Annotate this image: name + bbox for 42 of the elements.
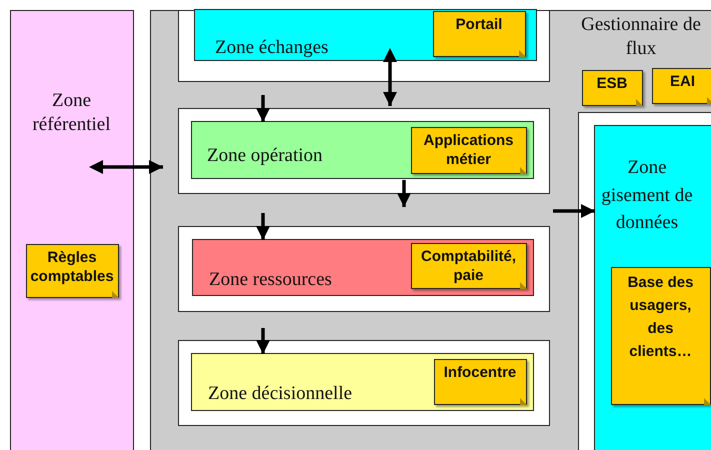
note-text: EAI: [670, 72, 695, 91]
note-card: [26, 244, 118, 298]
zone-label: Zone décisionnelle: [208, 382, 352, 406]
arrow: [256, 213, 270, 240]
zone-label: Zone échanges: [215, 36, 328, 60]
zone-box: [194, 9, 537, 61]
note-card: [434, 358, 526, 404]
frame-box: [578, 112, 711, 450]
note-card: [610, 266, 710, 404]
zone-label: Zone opération: [207, 144, 323, 168]
note-text: Base des usagers, des clients…: [626, 272, 694, 362]
note-card: [432, 10, 526, 56]
note-card: [582, 70, 642, 106]
zone-box: [594, 125, 711, 450]
arrow: [553, 204, 595, 218]
arrow: [89, 160, 163, 174]
zone-panel: [10, 10, 134, 450]
zone-label: Gestionnaire de flux: [580, 13, 702, 60]
arrow: [397, 180, 411, 207]
note-text: Comptabilité, paie: [420, 246, 517, 286]
note-text: Portail: [456, 14, 502, 34]
note-card: [410, 126, 526, 174]
note-card: [652, 68, 711, 104]
zone-box: [191, 353, 534, 411]
zone-box: [192, 239, 534, 296]
arrow: [383, 48, 397, 106]
note-text: Infocentre: [444, 362, 516, 382]
zone-panel: [150, 10, 711, 450]
frame-box: [178, 108, 550, 194]
note-text: Applications métier: [422, 130, 514, 170]
zone-label: Zone gisement de données: [600, 156, 694, 236]
note-card: [410, 242, 526, 288]
zone-box: [191, 121, 534, 179]
zone-label: Zone référentiel: [31, 89, 112, 136]
zone-label: Zone ressources: [209, 268, 332, 292]
arrow: [256, 328, 270, 354]
frame-box: [178, 226, 550, 312]
frame-box: [178, 340, 550, 426]
frame-box: [178, 10, 550, 82]
arrow: [256, 95, 270, 122]
note-text: ESB: [596, 74, 628, 93]
note-text: Règles comptables: [29, 248, 115, 286]
